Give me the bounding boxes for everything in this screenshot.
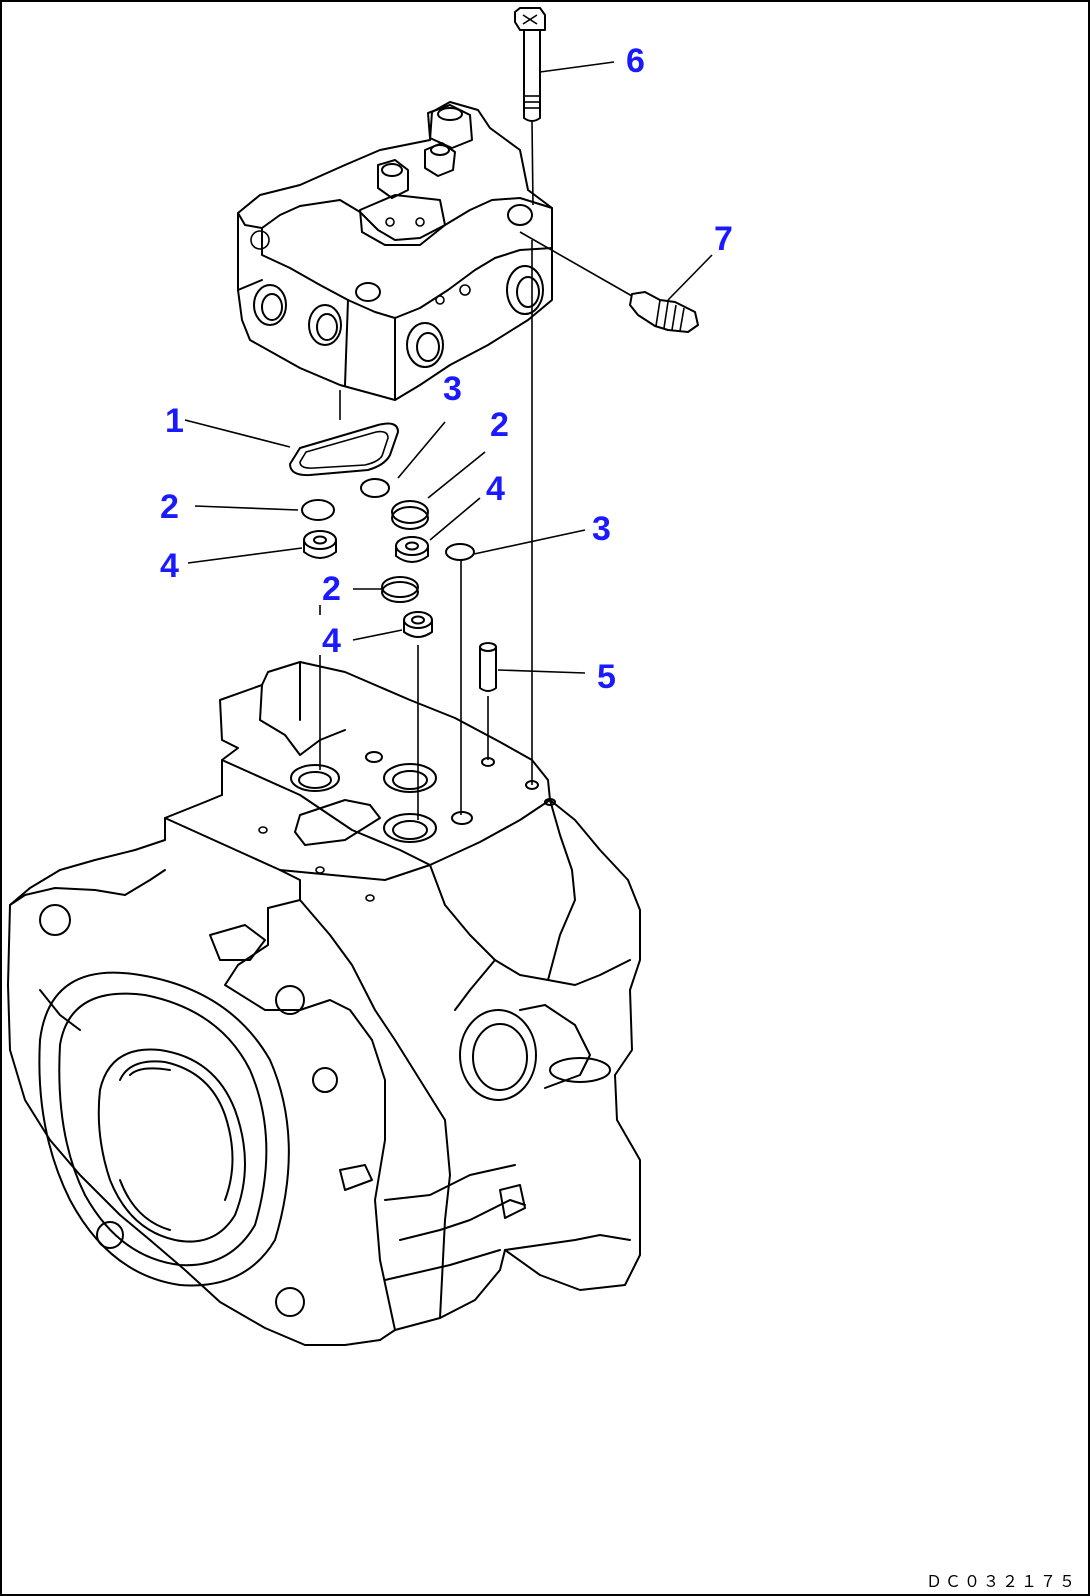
valve-block [237,101,553,401]
callout-5: 5 [597,658,616,696]
callout-1: 1 [165,402,184,440]
callout-4-left: 4 [160,547,179,585]
callout-6: 6 [626,42,645,80]
callout-3-right: 3 [592,510,611,548]
gasket-part [289,422,399,477]
callout-4-right: 4 [486,470,505,508]
pump-housing [7,661,641,1346]
callout-3-top: 3 [443,370,462,408]
drawing-code: ＤＣ０３２１７５ [925,1572,1078,1591]
callouts: 6 7 3 1 2 2 4 4 3 2 4 5 [160,42,733,696]
sensor-part [519,231,699,333]
callout-2-lower: 2 [322,570,341,608]
o-rings-and-spacers [301,478,497,692]
callout-7: 7 [714,220,733,258]
callout-2-left: 2 [160,488,179,526]
callout-2-right: 2 [490,406,509,444]
bolt-part [514,7,546,206]
callout-4-lower: 4 [322,622,341,660]
leader-lines [184,61,713,674]
assembly-guide-lines [319,560,489,820]
